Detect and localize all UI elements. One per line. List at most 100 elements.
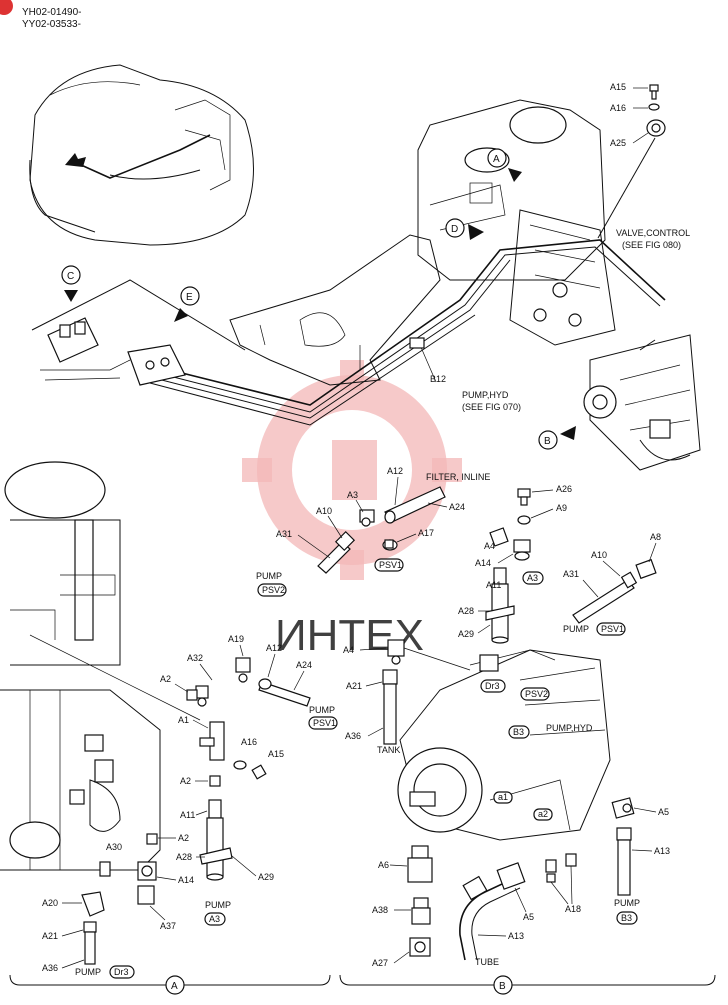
label-a2-low: A2 (178, 833, 189, 843)
svg-text:B3: B3 (621, 913, 632, 923)
label-a18: A18 (565, 904, 581, 914)
label-a21-left: A21 (42, 931, 58, 941)
watermark-logo: ИНТЕХ (242, 360, 462, 660)
port-tag-psv1-mid (374, 558, 404, 572)
port-tag-dr3-right (480, 679, 506, 693)
label-a13-tube: A13 (508, 931, 524, 941)
label-a12-left: A12 (266, 643, 282, 653)
part-a4-elbow-right (387, 639, 405, 665)
label-a2-top: A2 (160, 674, 171, 684)
serial-code-1: YH02-01490- (22, 7, 81, 18)
label-pump-a3-left: PUMP (205, 900, 231, 910)
note-see-fig-080: (SEE FIG 080) (622, 240, 681, 250)
label-pump-psv2: PUMP (256, 571, 282, 581)
part-a17-plug (382, 539, 398, 551)
part-a25-clamp (646, 119, 666, 137)
label-a6: A6 (378, 860, 389, 870)
part-a5-elbow-right (611, 797, 635, 819)
part-a19-elbow (235, 657, 251, 683)
part-a24-hose-left (258, 678, 311, 707)
label-a32: A32 (187, 653, 203, 663)
note-pump-hyd: PUMP,HYD (462, 390, 509, 400)
label-a4-mid: A4 (484, 541, 495, 551)
part-a1-bracket (199, 721, 225, 761)
label-a24-left: A24 (296, 660, 312, 670)
label-a37: A37 (160, 921, 176, 931)
port-tag-a3-left (204, 912, 226, 926)
label-a11-left: A11 (180, 810, 195, 820)
svg-text:E: E (186, 292, 193, 303)
part-a30-fitting (99, 861, 111, 877)
label-a17: A17 (418, 528, 434, 538)
part-a11-hose-left (199, 799, 233, 881)
label-tank: TANK (377, 745, 400, 755)
label-a30: A30 (106, 842, 122, 852)
svg-text:Dr3: Dr3 (485, 681, 500, 691)
svg-text:B: B (544, 436, 551, 447)
label-a16-left: A16 (241, 737, 257, 747)
hydraulic-pump-drawing (583, 334, 701, 471)
part-a31-hose (317, 530, 356, 574)
svg-text:PSV2: PSV2 (525, 689, 548, 699)
pilot-valve-drawing (31, 279, 246, 386)
label-b12: B12 (430, 374, 446, 384)
label-a26: A26 (556, 484, 572, 494)
label-pump-b3: PUMP (614, 898, 640, 908)
label-a13-right: A13 (654, 846, 670, 856)
label-tube: TUBE (475, 957, 499, 967)
callout-e: E (174, 286, 200, 322)
note-pump-hyd-b: PUMP,HYD (546, 723, 593, 733)
label-a24-mid: A24 (449, 502, 465, 512)
svg-text:PSV1: PSV1 (313, 718, 336, 728)
label-a36-left: A36 (42, 963, 58, 973)
callout-b-top: B (538, 426, 576, 450)
part-a4-elbow-mid (489, 527, 509, 547)
label-a5-right: A5 (658, 807, 669, 817)
label-pump-dr3-left: PUMP (75, 967, 101, 977)
port-tag-b3-right (616, 911, 638, 925)
machine-overview-drawing (29, 64, 254, 246)
frame-drawing (229, 234, 441, 386)
part-b12-clamp (409, 337, 425, 349)
hose-bundle (149, 239, 666, 426)
section-b-pump-drawing (397, 649, 611, 841)
part-a3-fitting (359, 509, 375, 527)
svg-text:A3: A3 (527, 573, 538, 583)
part-a31-hose-right (572, 571, 638, 624)
port-tag-a3-mid (522, 571, 544, 585)
label-a10-mid: A10 (316, 506, 332, 516)
port-tag-a2 (533, 808, 553, 821)
label-a8: A8 (650, 532, 661, 542)
svg-text:a1: a1 (498, 792, 508, 802)
label-pump-psv1-left: PUMP (309, 705, 335, 715)
section-label-b: B (499, 981, 506, 992)
part-a13-tube (459, 862, 526, 961)
label-a2-mid: A2 (180, 776, 191, 786)
part-a2-plug-mid (209, 775, 221, 787)
leader-a25 (597, 137, 656, 239)
part-a2-plug-low (146, 833, 158, 845)
part-a27-elbow (409, 937, 431, 957)
port-tag-psv1-left (308, 716, 338, 730)
note-valve-control: VALVE,CONTROL (616, 228, 690, 238)
part-a2-plug-top (186, 689, 198, 701)
part-a20-elbow (81, 891, 105, 917)
label-a9: A9 (556, 503, 567, 513)
label-a1: A1 (178, 715, 189, 725)
label-a16: A16 (610, 103, 626, 113)
label-a29-left: A29 (258, 872, 274, 882)
svg-text:PSV1: PSV1 (379, 560, 402, 570)
svg-text:a2: a2 (538, 809, 548, 819)
label-a19: A19 (228, 634, 244, 644)
part-a15-bolt (649, 84, 659, 100)
part-a16-washer-left (233, 760, 247, 770)
port-tag-psv2-mid (257, 583, 287, 597)
callout-c: C (61, 265, 81, 302)
corner-mark-icon (0, 0, 13, 15)
svg-text:PSV1: PSV1 (601, 624, 624, 634)
label-a31-mid: A31 (276, 529, 292, 539)
leader-b12 (419, 344, 437, 383)
svg-text:D: D (451, 224, 458, 235)
callout-a-top: A (487, 148, 522, 182)
